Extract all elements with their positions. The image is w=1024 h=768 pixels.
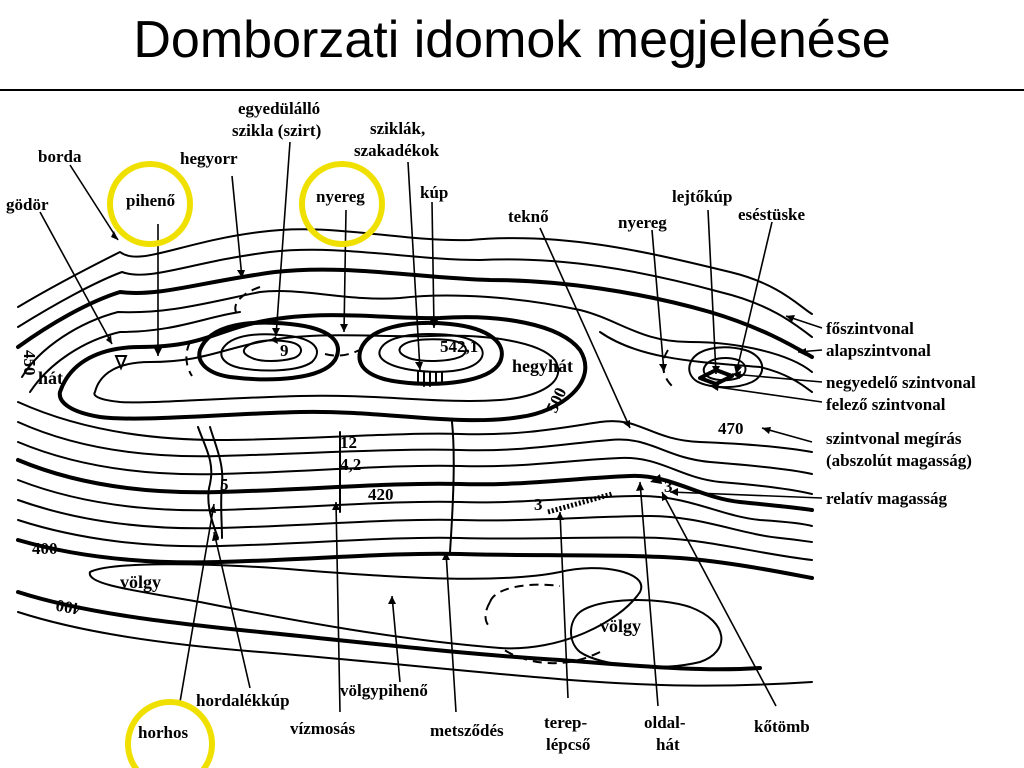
label-piheno: pihenő	[126, 191, 176, 210]
label-megiras-1: szintvonal megírás	[826, 429, 962, 448]
label-horhos: horhos	[138, 723, 188, 742]
label-godor: gödör	[6, 195, 49, 214]
label-oldal-2: hát	[656, 735, 680, 754]
label-tekno: teknő	[508, 207, 549, 226]
label-volgy-2: völgy	[600, 616, 641, 636]
rock-height-3: 3	[664, 477, 673, 496]
label-volgypiheno: völgypihenő	[340, 681, 428, 700]
label-estuske: eséstüske	[738, 205, 806, 224]
label-sziklak-2: szakadékok	[354, 141, 440, 160]
label-lejtokup: lejtőkúp	[672, 187, 732, 206]
label-alapszintvonal: alapszintvonal	[826, 341, 931, 360]
title-divider	[0, 89, 1024, 91]
label-hordalekkup: hordalékkúp	[196, 691, 290, 710]
label-volgy-1: völgy	[120, 572, 161, 592]
contour-lines	[16, 228, 814, 687]
highlight-circle-nyereg	[299, 161, 385, 247]
contour-label-470: 470	[718, 419, 744, 438]
topographic-diagram: hát hegyhát völgy völgy 9 542,1 5 12 4,2…	[6, 99, 976, 768]
label-szirt-1: egyedülálló	[238, 99, 320, 118]
label-oldal-1: oldal-	[644, 713, 686, 732]
contour-label-450: 450	[20, 350, 39, 376]
label-foszintvonal: főszintvonal	[826, 319, 914, 338]
contour-label-400-a: 400	[32, 539, 58, 558]
label-relativ: relatív magasság	[826, 489, 948, 508]
step-height-3: 3	[534, 495, 543, 514]
highlight-circle-piheno	[107, 161, 193, 247]
depression-symbol	[114, 355, 128, 371]
top-labels: borda gödör pihenő hegyorr egyedülálló s…	[6, 99, 806, 232]
label-sziklak-1: sziklák,	[370, 119, 425, 138]
bottom-labels: horhos hordalékkúp vízmosás völgypihenő …	[138, 681, 810, 754]
label-kotomb: kőtömb	[754, 717, 810, 736]
label-nyereg-2: nyereg	[618, 213, 667, 232]
label-szirt-2: szikla (szirt)	[232, 121, 321, 140]
label-hegyhat: hegyhát	[512, 356, 573, 376]
contour-label-400-b: 400	[54, 596, 82, 619]
spot-height-542: 542,1	[440, 337, 478, 356]
label-borda: borda	[38, 147, 82, 166]
label-hat: hát	[38, 368, 63, 388]
label-vizmosas: vízmosás	[290, 719, 356, 738]
highlight-circle-horhos	[125, 699, 215, 768]
gully-depth-4-2: 4,2	[340, 455, 361, 474]
spot-height-9: 9	[280, 341, 289, 360]
relative-height-5: 5	[220, 475, 229, 494]
label-terep-1: terep-	[544, 713, 587, 732]
right-labels: főszintvonal alapszintvonal negyedelő sz…	[826, 319, 976, 508]
highlight-circles	[107, 161, 385, 768]
label-nyereg-1: nyereg	[316, 187, 365, 206]
leader-arrows	[39, 141, 823, 713]
label-megiras-2: (abszolút magasság)	[826, 451, 972, 470]
label-felezo: felező szintvonal	[826, 395, 946, 414]
contour-label-420: 420	[368, 485, 394, 504]
label-kup: kúp	[420, 183, 448, 202]
gully-depth-12: 12	[340, 433, 357, 452]
slide-title: Domborzati idomok megjelenése	[133, 11, 891, 69]
label-negyedelo: negyedelő szintvonal	[826, 373, 976, 392]
label-terep-2: lépcső	[546, 735, 591, 754]
label-hegyorr: hegyorr	[180, 149, 238, 168]
label-metszodes: metsződés	[430, 721, 504, 740]
